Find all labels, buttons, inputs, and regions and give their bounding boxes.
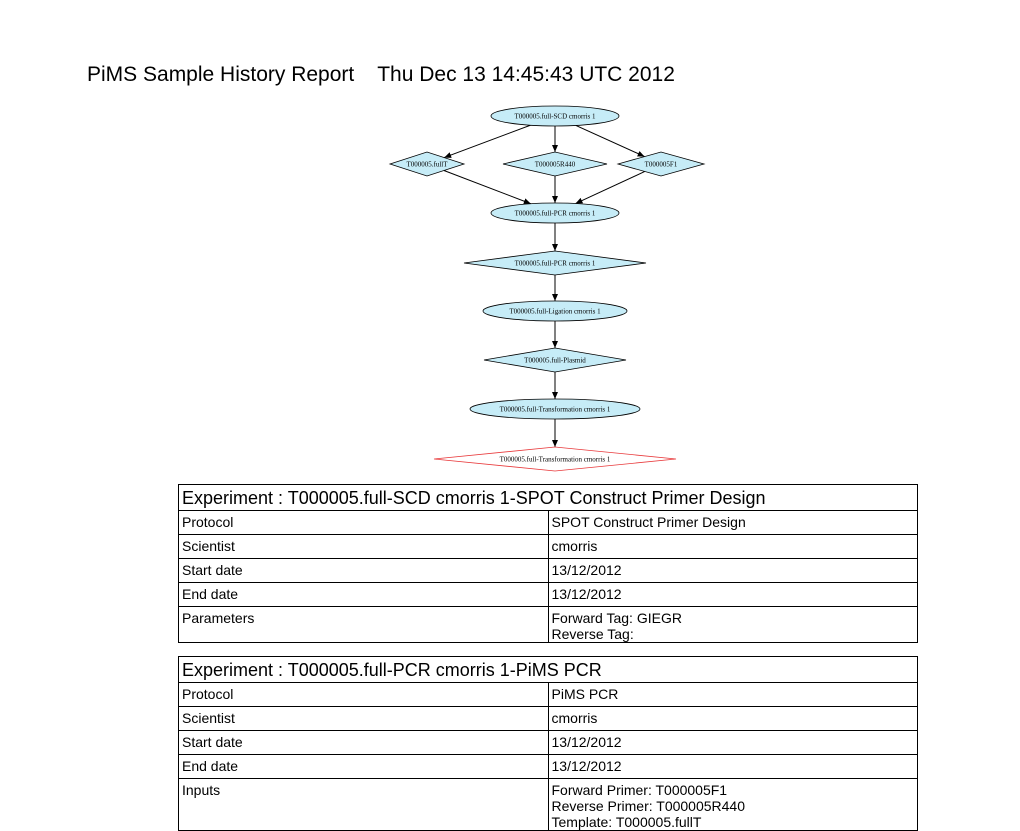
row-value-scientist: cmorris [547, 706, 918, 731]
value-line: 13/12/2012 [551, 562, 622, 578]
report-timestamp: Thu Dec 13 14:45:43 UTC 2012 [377, 63, 675, 86]
row-value-protocol: SPOT Construct Primer Design [547, 510, 918, 535]
graph-edge-n4-n5 [575, 171, 646, 204]
graph-node-label: T000005.full-SCD cmorris 1 [514, 113, 596, 121]
row-value-end-date: 13/12/2012 [547, 582, 918, 607]
row-label-parameters: Parameters [178, 606, 549, 643]
table-row: Start date 13/12/2012 [178, 558, 918, 583]
graph-node-n5: T000005.full-PCR cmorris 1 [490, 202, 620, 224]
value-line: 13/12/2012 [551, 586, 622, 602]
graph-node-shape [433, 446, 677, 472]
table-row: End date 13/12/2012 [178, 582, 918, 607]
value-line: PiMS PCR [551, 686, 619, 702]
graph-node-shape [490, 202, 620, 224]
graph-node-n2: T000005.fullT [388, 151, 466, 177]
experiment-title: Experiment : T000005.full-SCD cmorris 1-… [178, 484, 918, 511]
table-row: Protocol PiMS PCR [178, 682, 918, 707]
table-row: Start date 13/12/2012 [178, 730, 918, 755]
table-row: Parameters Forward Tag: GIEGR Reverse Ta… [178, 606, 918, 643]
row-label-protocol: Protocol [178, 510, 549, 535]
graph-node-label: T000005.full-PCR cmorris 1 [515, 260, 596, 268]
graph-node-shape [388, 151, 466, 177]
report-title: PiMS Sample History Report Thu Dec 13 14… [87, 63, 675, 87]
row-label-scientist: Scientist [178, 534, 549, 559]
row-value-start-date: 13/12/2012 [547, 558, 918, 583]
graph-node-shape [490, 105, 620, 127]
table-row: Scientist cmorris [178, 534, 918, 559]
graph-node-n7: T000005.full-Ligation cmorris 1 [482, 300, 628, 322]
graph-node-label: T000005.full-Ligation cmorris 1 [509, 308, 601, 316]
graph-edges [443, 124, 646, 447]
graph-node-n10: T000005.full-Transformation cmorris 1 [433, 446, 677, 472]
table-row: Protocol SPOT Construct Primer Design [178, 510, 918, 535]
graph-node-label: T000005F1 [645, 161, 678, 169]
graph-node-label: T000005R440 [535, 161, 576, 169]
value-line: cmorris [551, 710, 598, 726]
graph-node-label: T000005.full-Transformation cmorris 1 [500, 406, 611, 414]
row-value-inputs: Forward Primer: T000005F1 Reverse Primer… [547, 778, 918, 831]
row-label-scientist: Scientist [178, 706, 549, 731]
sample-history-graph: T000005.full-SCD cmorris 1 T000005.fullT T… [388, 105, 706, 472]
graph-node-label: T000005.fullT [406, 161, 448, 169]
graph-edge-n2-n5 [443, 170, 531, 205]
value-line: 13/12/2012 [551, 734, 622, 750]
table-row: Inputs Forward Primer: T000005F1 Reverse… [178, 778, 918, 831]
graph-node-n9: T000005.full-Transformation cmorris 1 [469, 398, 641, 420]
row-label-end-date: End date [178, 754, 549, 779]
value-line: Forward Tag: GIEGR [551, 610, 682, 626]
table-row: End date 13/12/2012 [178, 754, 918, 779]
row-value-parameters: Forward Tag: GIEGR Reverse Tag: [547, 606, 918, 643]
row-label-protocol: Protocol [178, 682, 549, 707]
row-value-start-date: 13/12/2012 [547, 730, 918, 755]
graph-node-n8: T000005.full-Plasmid [483, 347, 627, 373]
graph-edge-n1-n4 [575, 124, 645, 158]
value-line: SPOT Construct Primer Design [551, 514, 746, 530]
row-value-end-date: 13/12/2012 [547, 754, 918, 779]
value-line: Template: T000005.fullT [551, 814, 702, 830]
value-line: 13/12/2012 [551, 758, 622, 774]
graph-node-shape [483, 347, 627, 373]
graph-node-n3: T000005R440 [502, 151, 608, 177]
graph-node-shape [469, 398, 641, 420]
report-title-text: PiMS Sample History Report [87, 63, 355, 86]
graph-node-n1: T000005.full-SCD cmorris 1 [490, 105, 620, 127]
graph-node-shape [482, 300, 628, 322]
row-label-end-date: End date [178, 582, 549, 607]
graph-node-n6: T000005.full-PCR cmorris 1 [463, 250, 647, 276]
graph-node-shape [616, 151, 706, 177]
table-row: Scientist cmorris [178, 706, 918, 731]
experiment-table-pcr: Experiment : T000005.full-PCR cmorris 1-… [178, 656, 918, 831]
experiment-table-scd: Experiment : T000005.full-SCD cmorris 1-… [178, 484, 918, 643]
graph-node-label: T000005.full-Transformation cmorris 1 [500, 456, 611, 464]
graph-node-label: T000005.full-PCR cmorris 1 [515, 210, 596, 218]
graph-node-n4: T000005F1 [616, 151, 706, 177]
graph-edge-n1-n2 [443, 124, 531, 159]
row-label-start-date: Start date [178, 558, 549, 583]
graph-node-label: T000005.full-Plasmid [524, 357, 586, 365]
row-label-inputs: Inputs [178, 778, 549, 831]
row-value-protocol: PiMS PCR [547, 682, 918, 707]
experiment-title: Experiment : T000005.full-PCR cmorris 1-… [178, 656, 918, 683]
value-line: Reverse Tag: [551, 626, 634, 642]
row-value-scientist: cmorris [547, 534, 918, 559]
value-line: Forward Primer: T000005F1 [551, 782, 728, 798]
graph-node-shape [463, 250, 647, 276]
value-line: Reverse Primer: T000005R440 [551, 798, 746, 814]
graph-nodes: T000005.full-SCD cmorris 1 T000005.fullT T… [388, 105, 706, 472]
graph-node-shape [502, 151, 608, 177]
row-label-start-date: Start date [178, 730, 549, 755]
value-line: cmorris [551, 538, 598, 554]
